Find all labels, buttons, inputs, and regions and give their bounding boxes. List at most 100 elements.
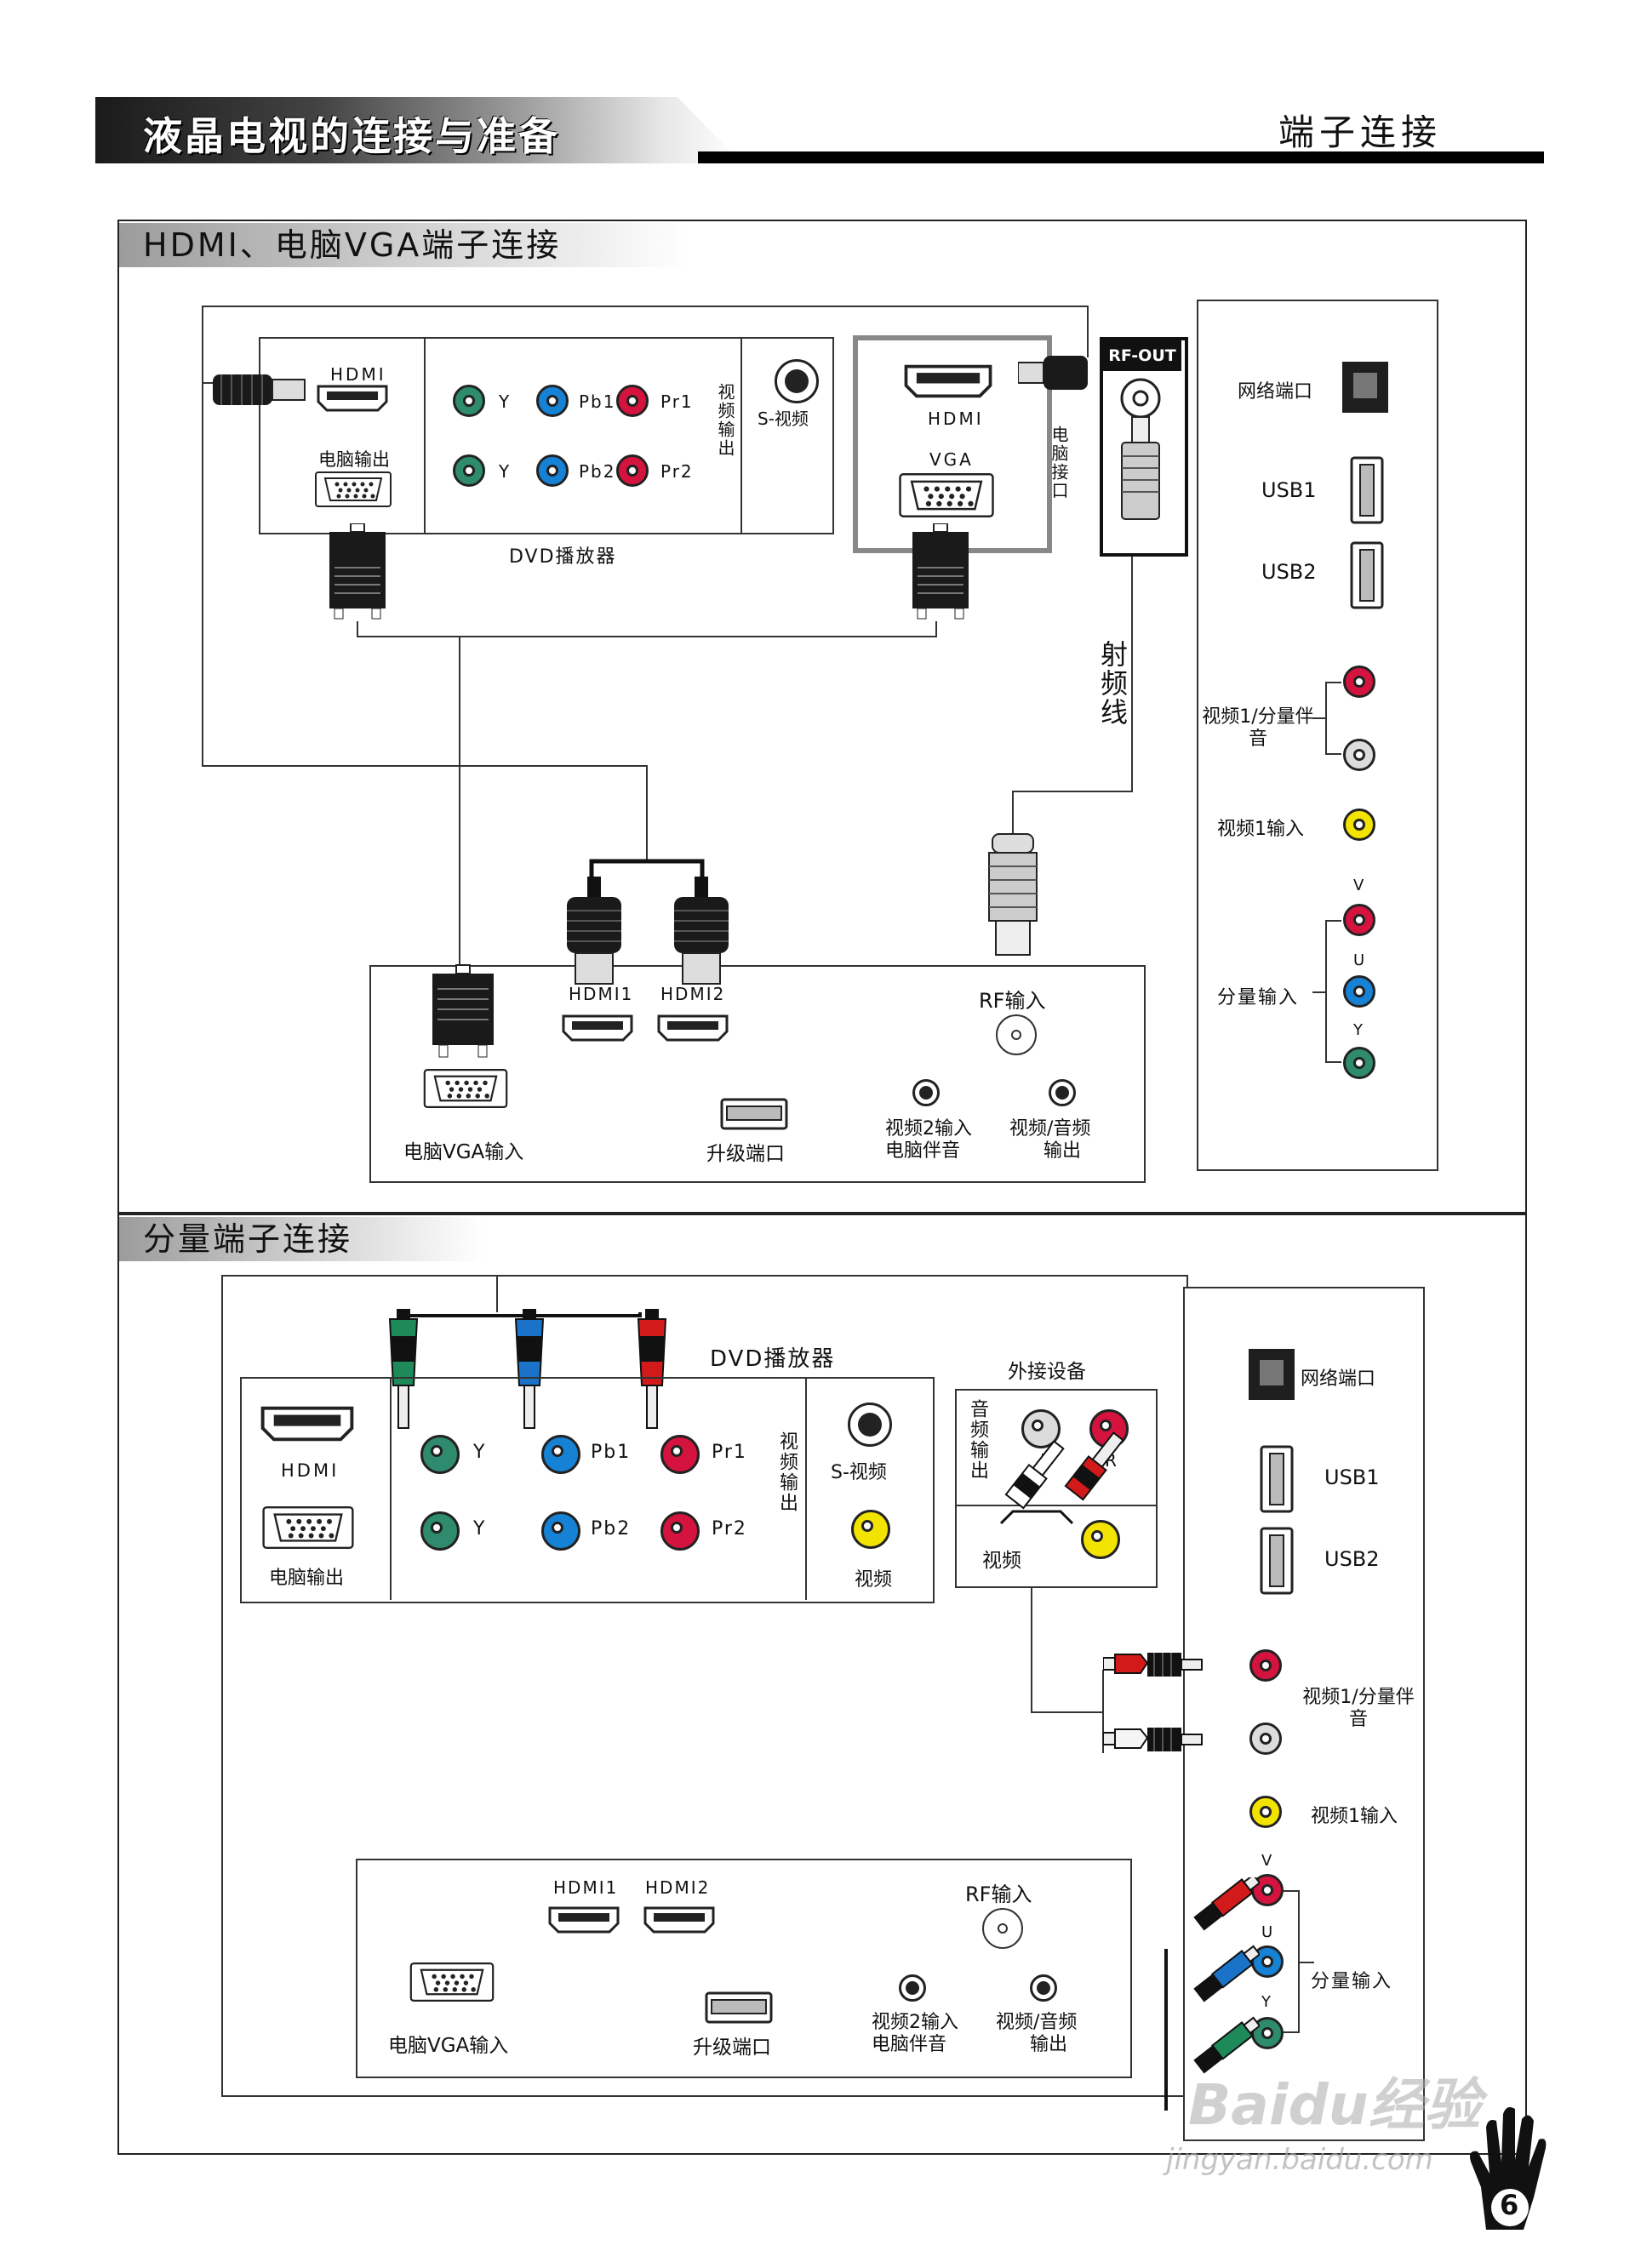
y-label: Y [1261, 1993, 1271, 2011]
divider [740, 337, 742, 533]
video1-label: 视频1输入 [1217, 819, 1304, 840]
section1-frame [117, 220, 1527, 1215]
component-input-label: 分量输入 [1311, 1971, 1393, 1992]
audio-l-jack [1343, 739, 1375, 771]
audio-input-label: 视频1/分量伴音 [1200, 706, 1316, 751]
rf-out-label: RF-OUT [1103, 340, 1181, 371]
hdmi2-label: HDMI2 [645, 1877, 711, 1898]
u-label: U [1261, 1923, 1273, 1941]
pr1-label: Pr1 [660, 391, 694, 412]
u-label: U [1353, 951, 1365, 969]
divider [955, 1505, 1156, 1506]
upgrade-usb-port-icon [720, 1098, 788, 1130]
vga-plug [329, 523, 386, 620]
svideo-jack [775, 359, 819, 403]
usb-port-icon [1260, 1445, 1294, 1513]
hdmi2-label: HDMI2 [660, 984, 726, 1004]
av-out-label: 视频/音频 [996, 2012, 1078, 2033]
pb1-jack [541, 1435, 580, 1474]
pc-hdmi-label: HDMI [928, 408, 984, 429]
vga-port-icon [423, 1069, 508, 1108]
video1-label: 视频1输入 [1311, 1806, 1398, 1827]
usb1-label: USB1 [1261, 478, 1317, 502]
pb2-label: Pb2 [579, 461, 616, 482]
pr2-jack [616, 454, 649, 487]
y-jack [420, 1435, 460, 1474]
y-label: Y [499, 391, 510, 412]
y-jack [1251, 2017, 1284, 2049]
hdmi-plug [567, 877, 621, 985]
pr2-label: Pr2 [712, 1518, 747, 1540]
hdmi2-port-icon [643, 1906, 715, 1934]
rf-plug [1120, 378, 1161, 520]
hdmi-plug [1018, 356, 1088, 390]
usb-port-icon [1260, 1527, 1294, 1595]
rf-input-jack [982, 1908, 1023, 1949]
header-rule [698, 151, 1544, 163]
av-out-jack [1049, 1079, 1076, 1106]
video1-jack [1249, 1796, 1282, 1828]
page-title: 液晶电视的连接与准备 [143, 113, 560, 159]
rf-cable-label: 射频线 [1096, 640, 1129, 727]
ext-video-jack [1081, 1520, 1120, 1559]
tv-rear-panel [369, 965, 1146, 1183]
vga-plug [432, 964, 494, 1058]
y-label: Y [473, 1518, 485, 1540]
pb-plug [514, 1309, 545, 1429]
dvd-hdmi-label: HDMI [330, 364, 386, 385]
video-label: 视频 [855, 1569, 893, 1591]
pb2-label: Pb2 [591, 1518, 632, 1540]
divider [805, 1377, 807, 1600]
v-label: V [1261, 1852, 1272, 1870]
vga-port-icon [409, 1962, 495, 2002]
rf-input-label: RF输入 [979, 989, 1046, 1013]
av-out-label-2: 输出 [1030, 2034, 1068, 2055]
video-jack [851, 1510, 890, 1549]
hdmi1-port-icon [548, 1906, 620, 1934]
pr1-jack [616, 385, 649, 417]
video1-jack [1343, 808, 1375, 841]
pr2-jack [660, 1511, 700, 1551]
hdmi1-port-icon [562, 1014, 633, 1042]
pr1-label: Pr1 [712, 1442, 747, 1463]
pc-vga-label: VGA [929, 449, 974, 470]
pb2-jack [541, 1511, 580, 1551]
y-jack [420, 1511, 460, 1551]
y-jack [453, 385, 485, 417]
y-label: Y [473, 1442, 485, 1463]
video2-jack [899, 1974, 926, 2002]
pc-port-label: 电脑接口 [1049, 426, 1069, 500]
network-port-label: 网络端口 [1301, 1368, 1376, 1390]
svideo-label: S-视频 [831, 1462, 887, 1483]
watermark-brand: Baidu经验 [1188, 2072, 1481, 2138]
dvd-pc-out-label: 电脑输出 [318, 449, 390, 470]
component-input-label: 分量输入 [1217, 987, 1300, 1008]
network-port-icon [1342, 362, 1388, 413]
pb1-label: Pb1 [579, 391, 616, 412]
dvd-caption: DVD播放器 [509, 546, 617, 568]
y-label: Y [499, 461, 510, 482]
tv-side-panel [1197, 300, 1438, 1171]
av-out-label: 视频/音频 [1009, 1118, 1091, 1140]
pb2-jack [536, 454, 569, 487]
watermark-url: jingyan.baidu.com [1166, 2143, 1433, 2177]
usb2-label: USB2 [1261, 560, 1317, 584]
vga-input-label: 电脑VGA输入 [388, 2035, 509, 2057]
v-label: V [1353, 877, 1364, 894]
ext-video-label: 视频 [982, 1550, 1021, 1572]
usb-port-icon [1350, 541, 1384, 609]
pc-audio-label: 电脑伴音 [885, 1140, 961, 1162]
rf-input-jack [996, 1014, 1037, 1055]
pc-hdmi-port-icon [904, 364, 992, 398]
pc-vga-port-icon [899, 473, 994, 517]
vga-port-icon [315, 471, 392, 507]
audio-r-jack [1249, 1649, 1282, 1682]
external-device-title: 外接设备 [1008, 1361, 1086, 1383]
divider [424, 337, 426, 533]
pr-plug [637, 1309, 667, 1429]
section2-tab: 分量端子连接 [119, 1217, 483, 1261]
usb2-label: USB2 [1324, 1547, 1380, 1571]
vga-input-label: 电脑VGA输入 [403, 1141, 524, 1163]
pb1-jack [536, 385, 569, 417]
hdmi-port-icon [317, 385, 388, 412]
